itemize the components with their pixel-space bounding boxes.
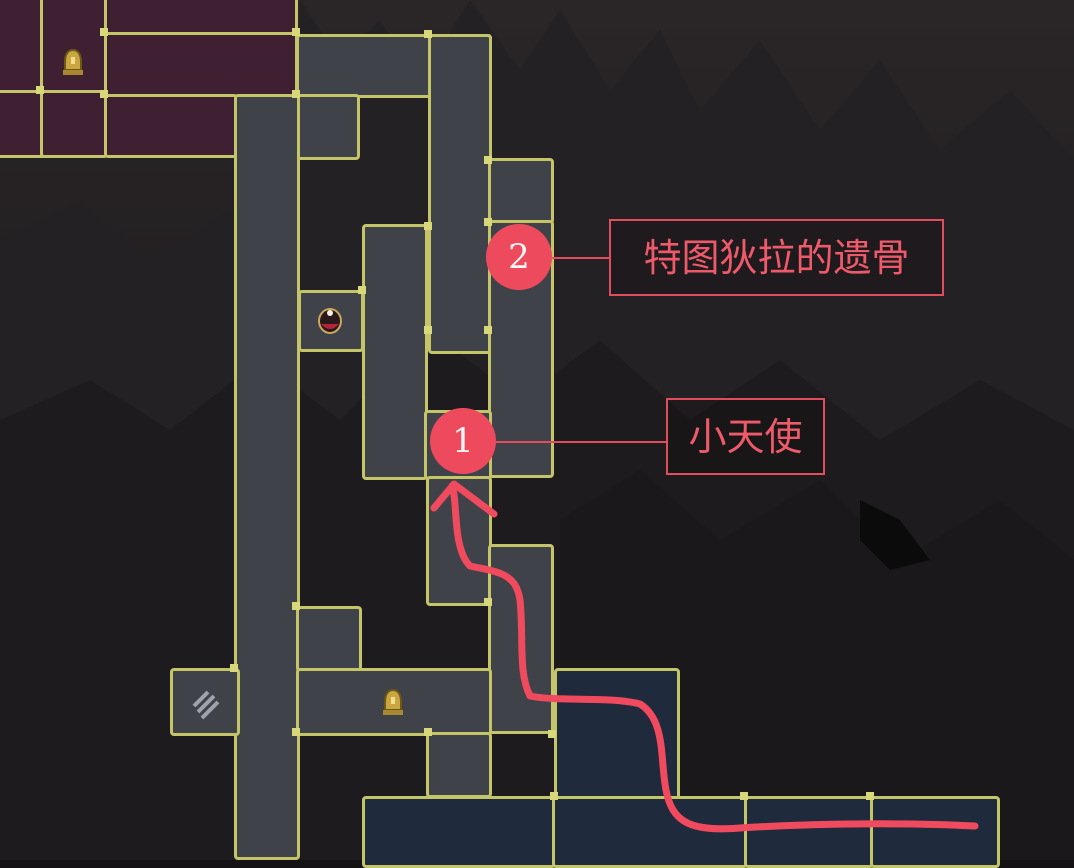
bell-save-icon[interactable] (380, 688, 406, 718)
door-marker (36, 86, 44, 94)
door-marker (424, 30, 432, 38)
teleport-stripes-icon[interactable] (186, 684, 222, 720)
door-marker (358, 286, 366, 294)
door-marker (484, 598, 492, 606)
door-marker (866, 792, 874, 800)
callout-label-2: 特图狄拉的遗骨 (609, 219, 944, 296)
door-marker (100, 28, 108, 36)
relic-orb-icon[interactable] (315, 304, 345, 336)
shaft-mid-left (362, 224, 428, 480)
room-visited-b (40, 0, 108, 94)
room-visited-d (104, 32, 298, 98)
door-marker (230, 664, 238, 672)
marker-1[interactable]: 1 (430, 408, 496, 474)
shaft-main (234, 94, 300, 860)
bell-save-icon[interactable] (60, 48, 86, 78)
door-marker (424, 326, 432, 334)
room-right-top (488, 158, 554, 224)
room-current-d (744, 796, 874, 868)
shaft-lower-right (488, 544, 554, 734)
shaft-upper (428, 34, 492, 354)
callout-label-1: 小天使 (666, 398, 825, 475)
door-marker (484, 218, 492, 226)
room-visited-f (40, 90, 108, 158)
door-marker (292, 90, 300, 98)
shaft-lower (426, 476, 492, 606)
room-current-c (552, 796, 748, 868)
door-marker (740, 792, 748, 800)
door-marker (292, 28, 300, 36)
teleport-room (170, 668, 240, 736)
door-marker (292, 728, 300, 736)
callout-text-2: 特图狄拉的遗骨 (643, 235, 910, 280)
room-small-left (296, 606, 362, 672)
door-marker (484, 326, 492, 334)
door-marker (424, 728, 432, 736)
room-upper-left (296, 94, 360, 160)
room-visited-g (104, 94, 238, 158)
door-marker (424, 222, 432, 230)
door-marker (292, 602, 300, 610)
door-marker (100, 90, 108, 98)
callout-text-1: 小天使 (688, 414, 803, 459)
marker-2[interactable]: 2 (486, 224, 552, 290)
room-current-b (362, 796, 556, 868)
door-marker (550, 792, 558, 800)
door-marker (484, 156, 492, 164)
room-drop (426, 732, 492, 798)
room-current-e (870, 796, 1000, 868)
door-marker (548, 730, 556, 738)
